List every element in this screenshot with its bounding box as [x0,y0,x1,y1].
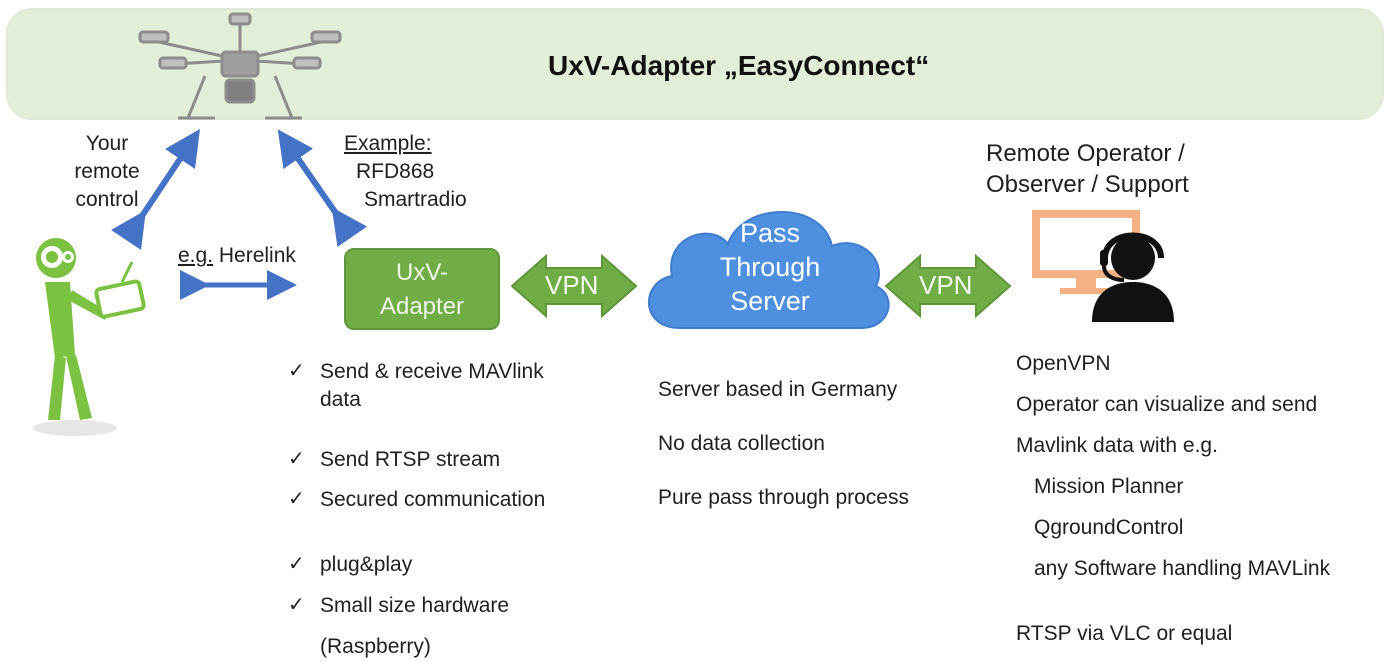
server-line2: Through [719,252,821,282]
herelink-name: Herelink [218,244,296,267]
operator-title-line1: Remote Operator / [986,140,1185,167]
vpn-left-label: VPN [545,270,599,300]
remote-label-line3: control [75,188,139,211]
herelink-label: e.g. Herelink [178,242,296,270]
feature-raspberry: (Raspberry) [320,635,431,658]
checkmark-icon: ✓ [288,488,305,510]
operator-note-mavlink: Mavlink data with e.g. [1016,434,1218,457]
adapter-line1: UxV- [395,259,448,286]
operator-note-qgroundcontrol: QgroundControl [1034,516,1184,539]
checkmark-icon: ✓ [288,553,305,575]
operator-note-any-software: any Software handling MAVLink [1034,557,1331,580]
operator-note-rtsp: RTSP via VLC or equal [1016,622,1233,645]
operator-note-mission-planner: Mission Planner [1034,475,1184,498]
feature-mavlink: Send & receive MAVlink data [320,358,544,414]
server-note-germany: Server based in Germany [658,378,898,401]
server-line1: Pass [739,218,801,248]
example-label: Example: [344,130,432,158]
feature-small-hardware: Small size hardware [320,594,510,617]
server-note-no-collection: No data collection [658,432,825,455]
feature-rtsp: Send RTSP stream [320,448,501,471]
herelink-prefix: e.g. [178,244,214,267]
operator-title: Remote Operator / Observer / Support [986,138,1189,200]
operator-headset-icon [1092,232,1174,322]
remote-control-label: Your remote control [52,130,162,214]
feature-plugplay: plug&play [320,553,413,576]
feature-mavlink-line1: Send & receive MAVlink [320,360,544,383]
operator-title-line2: Observer / Support [986,171,1189,198]
server-note-pass-through: Pure pass through process [658,486,909,509]
server-line3: Server [730,286,810,316]
feature-secured: Secured communication [320,488,546,511]
checkmark-icon: ✓ [288,360,305,382]
radio-link-arrow [277,129,368,248]
pass-through-server-label: Pass Through Server [680,216,860,318]
pilot-icon [33,238,146,436]
remote-label-line1: Your [85,132,129,155]
checkmark-icon: ✓ [288,594,305,616]
remote-label-line2: remote [74,160,140,183]
operator-note-visualize: Operator can visualize and send [1016,393,1318,416]
example-radio-line1: RFD868 [356,160,435,183]
example-heading: Example: [344,132,432,155]
example-radio: RFD868 Smartradio [356,158,467,214]
monitor-icon [1032,210,1140,294]
adapter-line2: Adapter [379,293,465,320]
example-radio-line2: Smartradio [364,188,467,211]
diagram-title: UxV-Adapter „EasyConnect“ [548,50,930,81]
vpn-right-label: VPN [919,270,973,300]
uxv-adapter-box: UxV- Adapter [344,248,500,330]
feature-mavlink-line2: data [320,388,361,411]
operator-note-openvpn: OpenVPN [1016,352,1111,375]
checkmark-icon: ✓ [288,448,305,470]
